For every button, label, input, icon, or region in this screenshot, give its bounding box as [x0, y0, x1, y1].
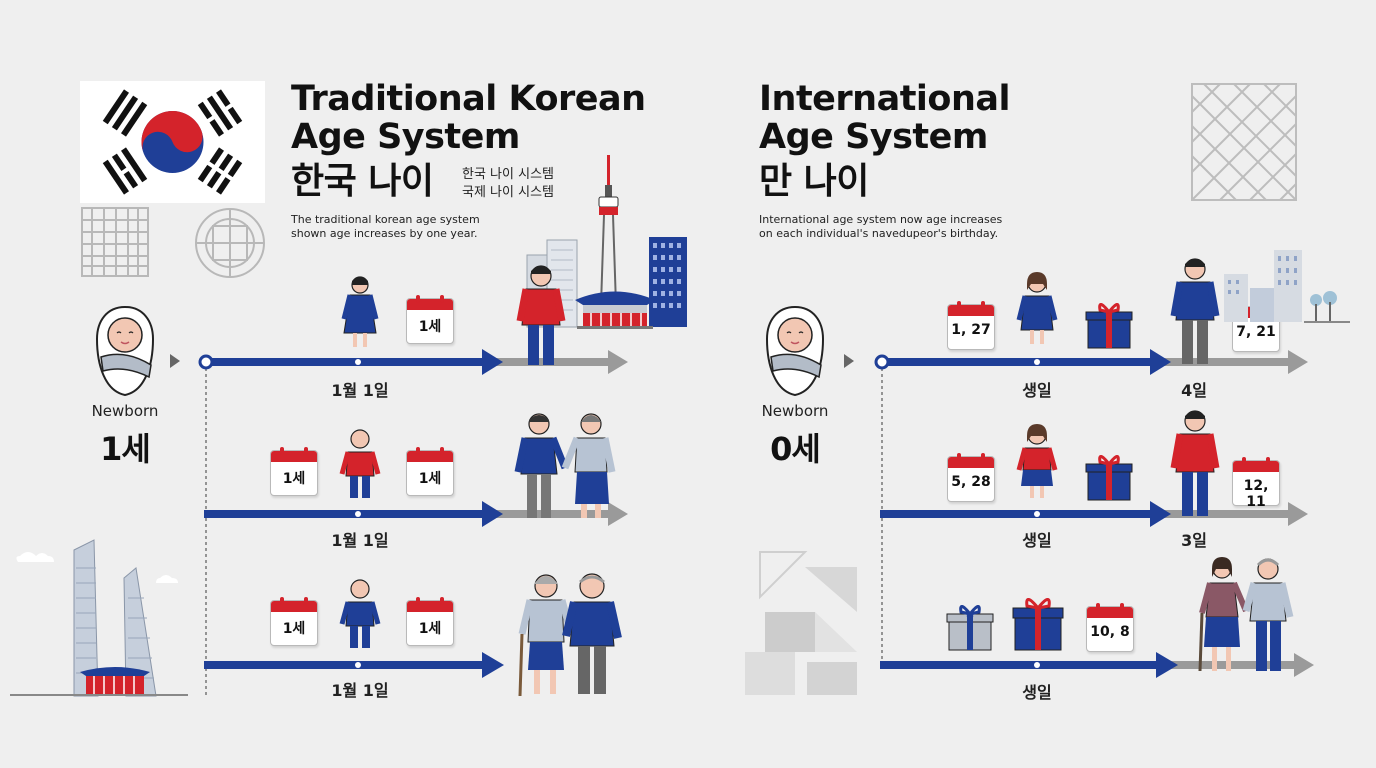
left-subtitle-ko-2: 국제 나이 시스템 — [462, 185, 554, 200]
calendar-icon: 5, 28 — [947, 453, 995, 502]
calendar-text: 1세 — [418, 319, 442, 335]
newborn-pointer-icon — [844, 354, 854, 368]
left-desc-1: The traditional korean age system — [291, 213, 480, 226]
calendar-icon: 1세 — [406, 597, 454, 646]
left-row2-date-label: 1월 1일 — [331, 531, 389, 550]
gift-box-icon — [946, 605, 994, 651]
korean-flag-icon — [80, 81, 265, 203]
newborn-baby-icon — [95, 305, 155, 397]
left-timeline-arrow-3 — [204, 652, 504, 678]
timeline-connector — [205, 362, 207, 696]
calendar-text: 1세 — [282, 471, 306, 487]
toddler-person-icon — [339, 429, 381, 498]
toddler-person-icon — [339, 579, 381, 648]
calendar-text: 10, 8 — [1090, 624, 1130, 640]
right-row3-birthday-label: 생일 — [1022, 683, 1052, 702]
calendar-icon: 1, 27 — [947, 301, 995, 350]
right-row2-end-label: 3일 — [1181, 531, 1207, 550]
calendar-text: 7, 21 — [1236, 324, 1276, 340]
calendar-text: 1세 — [418, 471, 442, 487]
calendar-text: 5, 28 — [951, 474, 991, 490]
child-person-icon — [341, 276, 379, 347]
right-row2-birthday-label: 생일 — [1022, 531, 1052, 550]
right-newborn-label: Newborn — [761, 402, 829, 420]
right-row1-birthday-label: 생일 — [1022, 381, 1052, 400]
girl-person-icon — [1016, 272, 1058, 344]
tangram-pattern-icon — [745, 551, 857, 695]
left-timeline-arrow-2 — [204, 501, 628, 527]
left-timeline-arrow-1 — [198, 349, 628, 375]
round-pattern-icon — [195, 208, 265, 278]
calendar-icon: 10, 8 — [1086, 603, 1134, 652]
calendar-text: 1세 — [282, 621, 306, 637]
left-newborn-label: Newborn — [91, 402, 159, 420]
right-title-line2: Age System — [759, 117, 988, 157]
elderly-couple-icon — [1198, 557, 1294, 672]
lattice-pattern-icon — [81, 207, 149, 277]
adult-man-blue-icon — [1170, 258, 1220, 364]
knot-pattern-icon — [1191, 83, 1297, 201]
adult-man-red-icon — [1170, 410, 1220, 516]
calendar-icon: 1세 — [406, 295, 454, 344]
left-title-ko: 한국 나이 — [291, 161, 434, 202]
gift-box-icon — [1085, 455, 1133, 501]
calendar-icon: 12, 11 — [1232, 457, 1280, 510]
right-timeline-arrow-2 — [880, 501, 1308, 527]
couple-person-icon — [514, 413, 616, 518]
right-desc-1: International age system now age increas… — [759, 213, 1003, 226]
calendar-icon: 1세 — [270, 447, 318, 496]
right-row1-end-label: 4일 — [1181, 381, 1207, 400]
elderly-couple-icon — [518, 573, 622, 697]
left-title-line2: Age System — [291, 117, 520, 157]
gift-box-icon — [1012, 598, 1064, 651]
girl-person-icon — [1016, 424, 1058, 498]
gift-box-icon — [1085, 303, 1133, 349]
newborn-pointer-icon — [170, 354, 180, 368]
calendar-icon: 1세 — [406, 447, 454, 496]
right-timeline-arrow-1 — [874, 349, 1308, 375]
right-title-ko: 만 나이 — [759, 161, 869, 202]
calendar-text: 12, 11 — [1243, 478, 1269, 510]
left-subtitle-ko-1: 한국 나이 시스템 — [462, 167, 554, 182]
newborn-baby-icon — [765, 305, 825, 397]
city-building-icon — [1224, 250, 1350, 323]
left-title-line1: Traditional Korean — [291, 79, 646, 119]
calendar-icon: 1세 — [270, 597, 318, 646]
right-newborn-age: 0세 — [770, 430, 821, 468]
left-newborn-age: 1세 — [100, 430, 151, 468]
calendar-text: 1, 27 — [951, 322, 991, 338]
right-title-line1: International — [759, 79, 1011, 119]
right-timeline-arrow-3 — [880, 652, 1314, 678]
right-desc-2: on each individual's navedupeor's birthd… — [759, 227, 999, 240]
left-desc-2: shown age increases by one year. — [291, 227, 478, 240]
calendar-text: 1세 — [418, 621, 442, 637]
skyline-building-icon — [10, 539, 188, 697]
adult-man-red-icon — [516, 265, 566, 365]
left-row1-date-label: 1월 1일 — [331, 381, 389, 400]
left-row3-date-label: 1월 1일 — [331, 681, 389, 700]
